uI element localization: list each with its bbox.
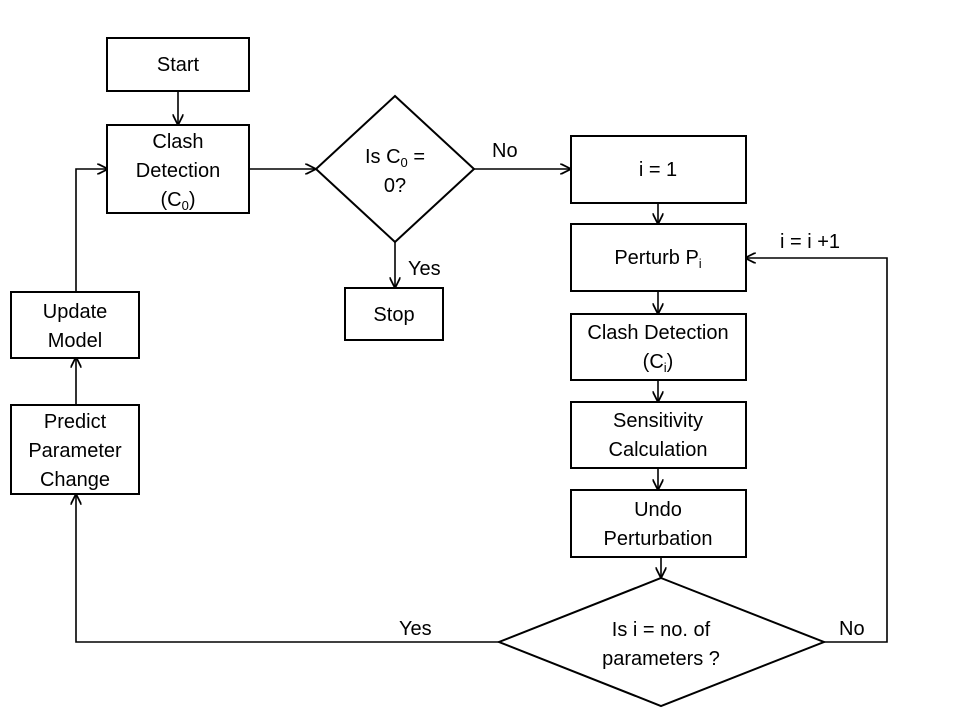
node-clash0-line3: (C0) — [160, 189, 195, 213]
node-predict-line1: Predict — [44, 411, 107, 433]
node-clashi-line1: Clash Detection — [587, 322, 728, 344]
label-increment: i = i +1 — [780, 231, 840, 253]
node-perturb-label: Perturb Pi — [614, 247, 701, 271]
node-stop: Stop — [344, 287, 444, 341]
node-sensitivity-line2: Calculation — [609, 439, 708, 461]
node-decision0-line2: 0? — [384, 175, 406, 197]
node-predict-line3: Change — [40, 469, 110, 491]
node-sensitivity-line1: Sensitivity — [613, 410, 703, 432]
node-clash0-line1: Clash — [152, 131, 203, 153]
node-sensitivity: Sensitivity Calculation — [570, 401, 747, 469]
node-update-line1: Update — [43, 301, 108, 323]
node-clash0-line2: Detection — [136, 160, 221, 182]
node-decision-c0: Is C0 = 0? — [314, 94, 476, 244]
node-clash-detection-ci: Clash Detection (Ci) — [570, 313, 747, 381]
node-decision-parameters: Is i = no. of parameters ? — [496, 576, 827, 708]
node-update-line2: Model — [48, 330, 102, 352]
label-decision1-no: No — [839, 618, 865, 640]
label-decision1-yes: Yes — [399, 618, 432, 640]
label-decision0-yes: Yes — [408, 258, 441, 280]
edge-decision1-no-loop-to-perturb — [746, 258, 888, 643]
node-decision0-line1: Is C0 = — [365, 146, 425, 170]
edge-decision1-yes-to-predict — [76, 495, 499, 643]
node-stop-label: Stop — [373, 304, 414, 326]
node-undo-line1: Undo — [634, 499, 682, 521]
node-clashi-line2: (Ci) — [643, 351, 674, 375]
node-predict-line2: Parameter — [28, 440, 122, 462]
node-undo-line2: Perturbation — [604, 528, 713, 550]
node-predict: Predict Parameter Change — [10, 404, 140, 495]
node-init-label: i = 1 — [639, 159, 677, 181]
label-decision0-no: No — [492, 140, 518, 162]
node-decision1-line2: parameters ? — [602, 648, 720, 670]
node-init-i: i = 1 — [570, 135, 747, 204]
node-perturb: Perturb Pi — [570, 223, 747, 292]
node-start-label: Start — [157, 54, 200, 76]
edge-update-to-clash0 — [75, 169, 107, 292]
node-update-model: Update Model — [10, 291, 140, 359]
node-undo: Undo Perturbation — [570, 489, 747, 558]
node-start: Start — [106, 37, 250, 92]
node-clash-detection-c0: Clash Detection (C0) — [106, 124, 250, 214]
node-decision1-line1: Is i = no. of — [612, 619, 711, 641]
